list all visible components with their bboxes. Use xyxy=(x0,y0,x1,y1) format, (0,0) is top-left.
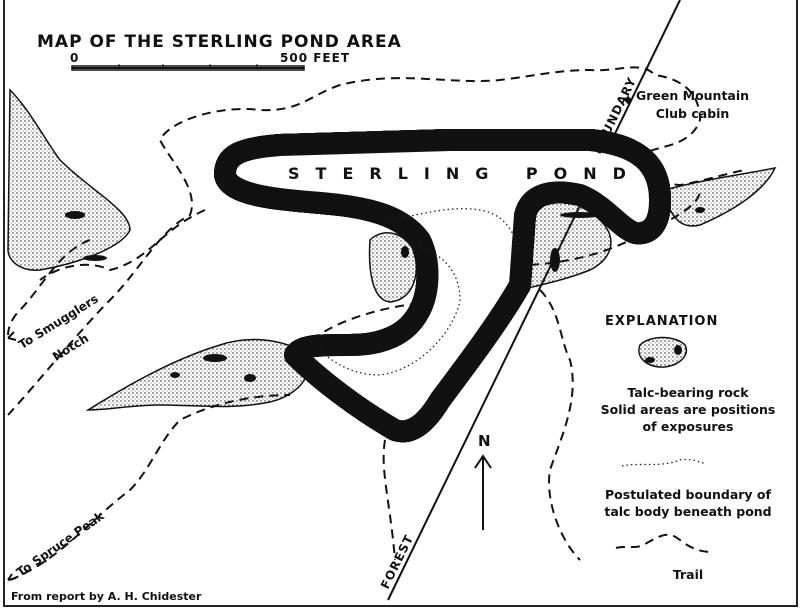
legend-boundary-line2: talc body beneath pond xyxy=(604,504,772,519)
talc-areas xyxy=(7,88,777,411)
legend-title: EXPLANATION xyxy=(605,314,719,329)
map-title: MAP OF THE STERLING POND AREA xyxy=(37,32,402,52)
legend-talc-line2: Solid areas are positions xyxy=(600,402,776,417)
legend-talc-text: Talc-bearing rock Solid areas are positi… xyxy=(578,384,798,435)
legend-trail-text: Trail xyxy=(672,567,704,582)
scale-end-label: 500 FEET xyxy=(280,51,351,65)
legend-trail-symbol xyxy=(615,533,713,553)
legend-boundary-text: Postulated boundary of talc body beneath… xyxy=(578,486,798,520)
scale-bar xyxy=(71,64,305,71)
cabin-label-line2: Club cabin xyxy=(655,106,730,121)
legend-talc-line3: of exposures xyxy=(642,419,734,434)
cabin-label: Green Mountain Club cabin xyxy=(636,87,749,123)
legend-talc-symbol xyxy=(638,336,687,368)
talc-exposures xyxy=(65,207,705,382)
map-frame xyxy=(3,0,798,607)
cabin-label-line1: Green Mountain xyxy=(636,88,750,103)
scale-start-label: 0 xyxy=(70,51,79,65)
credit-text: From report by A. H. Chidester xyxy=(11,590,202,603)
legend-talc-line1: Talc-bearing rock xyxy=(627,385,749,400)
legend-boundary-line1: Postulated boundary of xyxy=(605,487,771,502)
arrow-smugglers-icon xyxy=(7,331,17,341)
north-label: N xyxy=(478,432,491,450)
arrow-spruce-icon xyxy=(7,573,17,581)
postulated-boundary xyxy=(319,207,521,376)
pond-label: STERLING POND xyxy=(288,164,642,183)
sterling-pond xyxy=(214,129,671,431)
north-arrow-icon xyxy=(474,454,492,530)
legend-boundary-symbol xyxy=(621,458,707,467)
